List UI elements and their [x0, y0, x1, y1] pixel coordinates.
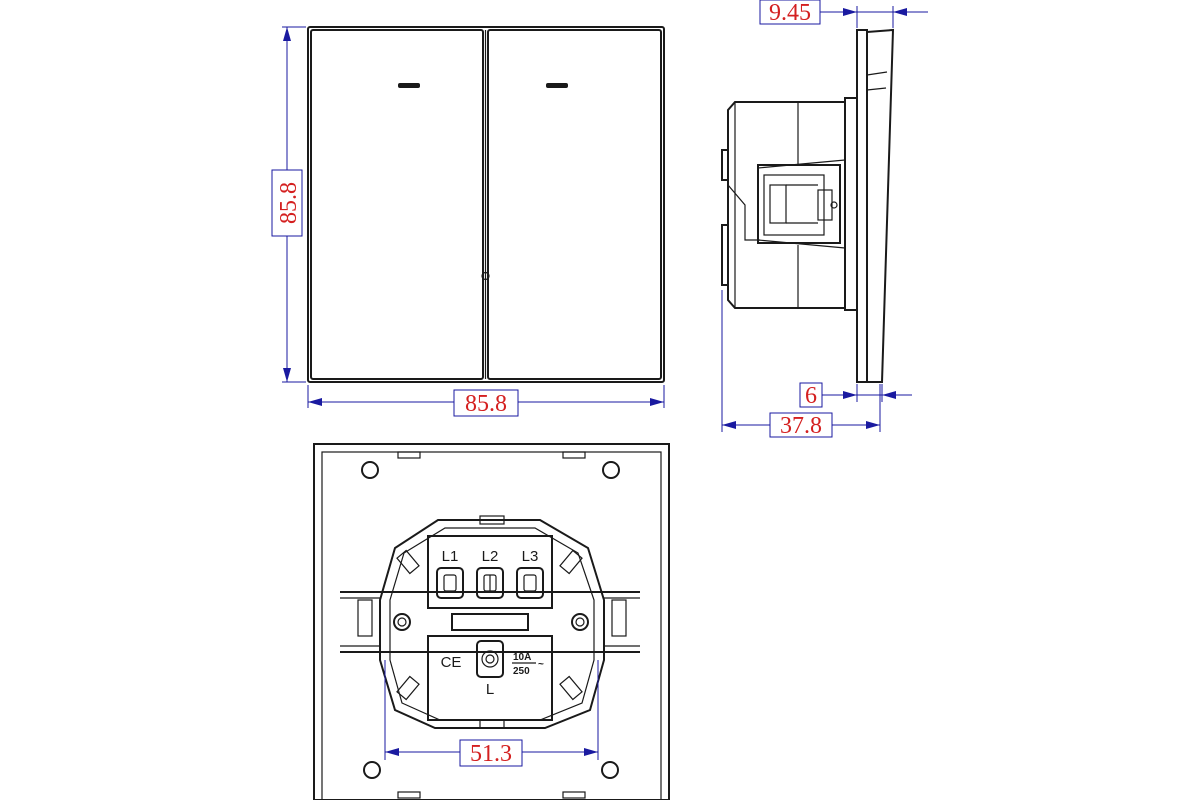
front-plate-outline [307, 26, 665, 383]
side-clip-top [721, 149, 728, 181]
dim-front-width: 85.8 [307, 385, 665, 417]
side-view [721, 28, 895, 383]
terminal-panel-bottom [427, 635, 553, 721]
terminal-l1 [436, 567, 464, 599]
terminal-l3-label: L3 [522, 548, 539, 565]
terminal-l3 [516, 567, 544, 599]
side-body [727, 101, 845, 309]
back-view: L1 L2 L3 L CE 10A 250 ~ [313, 443, 670, 800]
side-clip-bottom [721, 224, 728, 286]
side-top-label: 9.45 [769, 0, 811, 26]
center-pin [481, 271, 490, 281]
rating-voltage: 250 [513, 666, 530, 677]
mount-hole-top-left [361, 461, 379, 479]
side-frame [844, 97, 858, 311]
terminal-l2-label: L2 [482, 548, 499, 565]
mount-hole-top-right [602, 461, 620, 479]
dim-back-width: 51.3 [384, 660, 599, 767]
left-rocker [310, 29, 484, 380]
right-indicator-led [546, 83, 568, 88]
ce-mark: CE [441, 654, 462, 671]
dim-side-top: 9.45 [759, 0, 928, 28]
rating-current: 10A [513, 652, 531, 663]
label-window [451, 613, 529, 631]
front-view [307, 26, 665, 383]
dim-front-height: 85.8 [271, 26, 306, 383]
mount-hole-bottom-right [601, 761, 619, 779]
right-rocker [487, 29, 662, 380]
mount-hole-bottom-left [363, 761, 381, 779]
terminal-l [476, 640, 504, 678]
screw-left [393, 613, 411, 631]
dim-side-small: 6 [799, 382, 912, 409]
side-plate [856, 29, 868, 383]
terminal-l-label: L [486, 681, 494, 698]
mechanism-body [379, 519, 605, 729]
terminal-l2 [476, 567, 504, 599]
left-indicator-led [398, 83, 420, 88]
side-rocker [866, 28, 895, 383]
side-depth-label: 37.8 [780, 413, 822, 439]
front-width-label: 85.8 [465, 391, 507, 417]
terminal-l1-label: L1 [442, 548, 459, 565]
side-mechanism [757, 164, 841, 244]
terminal-panel-top [427, 535, 553, 609]
dim-side-depth: 37.8 [721, 290, 881, 439]
side-small-label: 6 [805, 383, 817, 409]
back-plate-outline [313, 443, 670, 800]
screw-right [571, 613, 589, 631]
rating-ac: ~ [538, 659, 544, 670]
back-width-label: 51.3 [470, 741, 512, 767]
front-height-label: 85.8 [276, 182, 302, 224]
